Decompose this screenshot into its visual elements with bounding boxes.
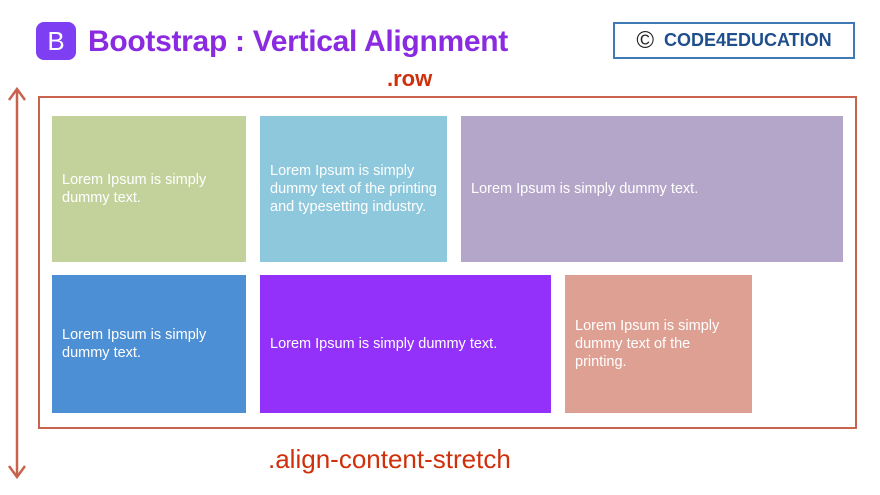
brand-badge: © CODE4EDUCATION	[613, 22, 855, 59]
column-box-text: Lorem Ipsum is simply dummy text.	[471, 181, 699, 197]
vertical-double-arrow-icon	[7, 86, 27, 480]
column-box-text: Lorem Ipsum is simply dummy text.	[270, 336, 498, 352]
column-box-text: Lorem Ipsum is simply dummy text.	[62, 172, 207, 206]
column-box-4: Lorem Ipsum is simply dummy text.	[52, 275, 246, 413]
row-container-outline	[38, 96, 857, 429]
column-box-5: Lorem Ipsum is simply dummy text.	[260, 275, 551, 413]
column-box-1: Lorem Ipsum is simply dummy text.	[52, 116, 246, 262]
column-box-2: Lorem Ipsum is simply dummy text of the …	[260, 116, 447, 262]
bootstrap-logo-icon: B	[36, 22, 76, 60]
column-box-text: Lorem Ipsum is simply dummy text.	[62, 327, 207, 361]
column-box-text: Lorem Ipsum is simply dummy text of the …	[575, 318, 720, 370]
copyright-icon: ©	[636, 26, 654, 54]
align-class-label: .align-content-stretch	[268, 444, 511, 474]
brand-name: CODE4EDUCATION	[664, 30, 832, 50]
page-title: Bootstrap : Vertical Alignment	[88, 25, 508, 58]
column-box-3: Lorem Ipsum is simply dummy text.	[461, 116, 843, 262]
column-box-6: Lorem Ipsum is simply dummy text of the …	[565, 275, 752, 413]
column-box-text: Lorem Ipsum is simply dummy text of the …	[270, 163, 437, 215]
row-label: .row	[387, 66, 433, 91]
